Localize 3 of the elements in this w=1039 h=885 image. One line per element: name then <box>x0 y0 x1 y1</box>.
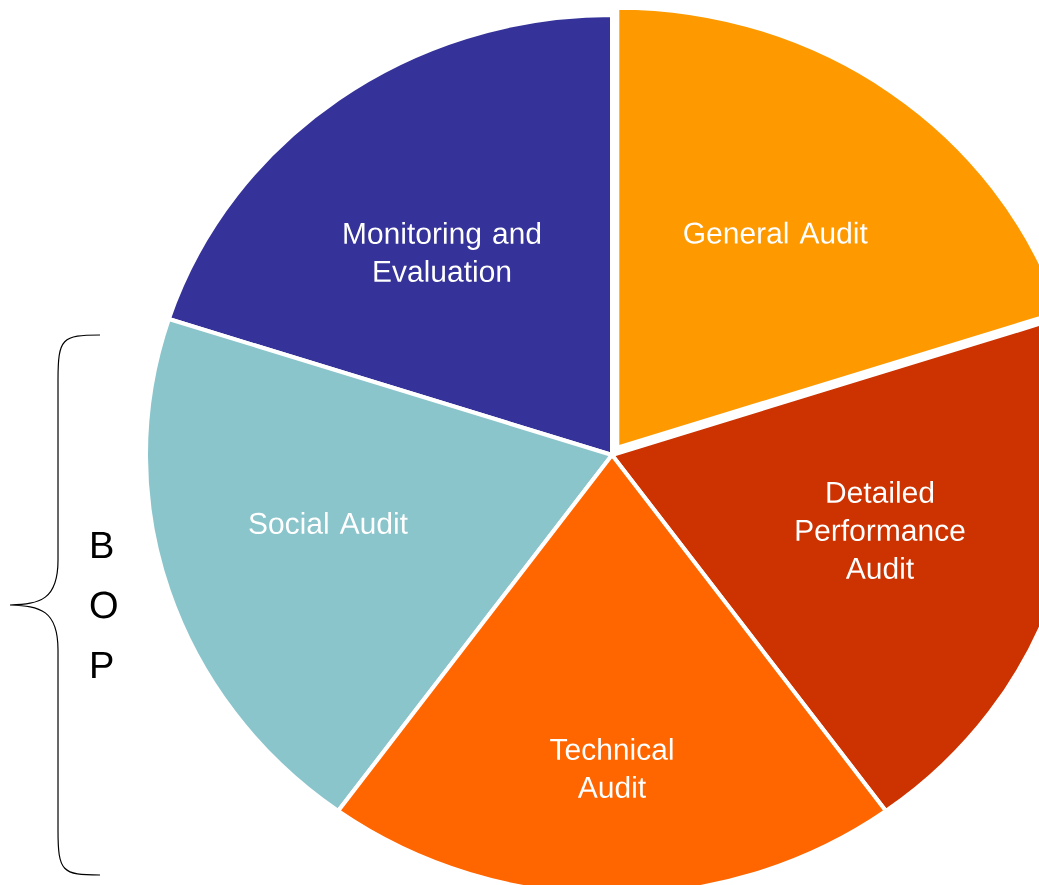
pie-slice: General Audit <box>615 5 1039 450</box>
brace-label: B O P <box>90 531 117 679</box>
pie-slice: Monitoring and Evaluation <box>166 13 614 457</box>
